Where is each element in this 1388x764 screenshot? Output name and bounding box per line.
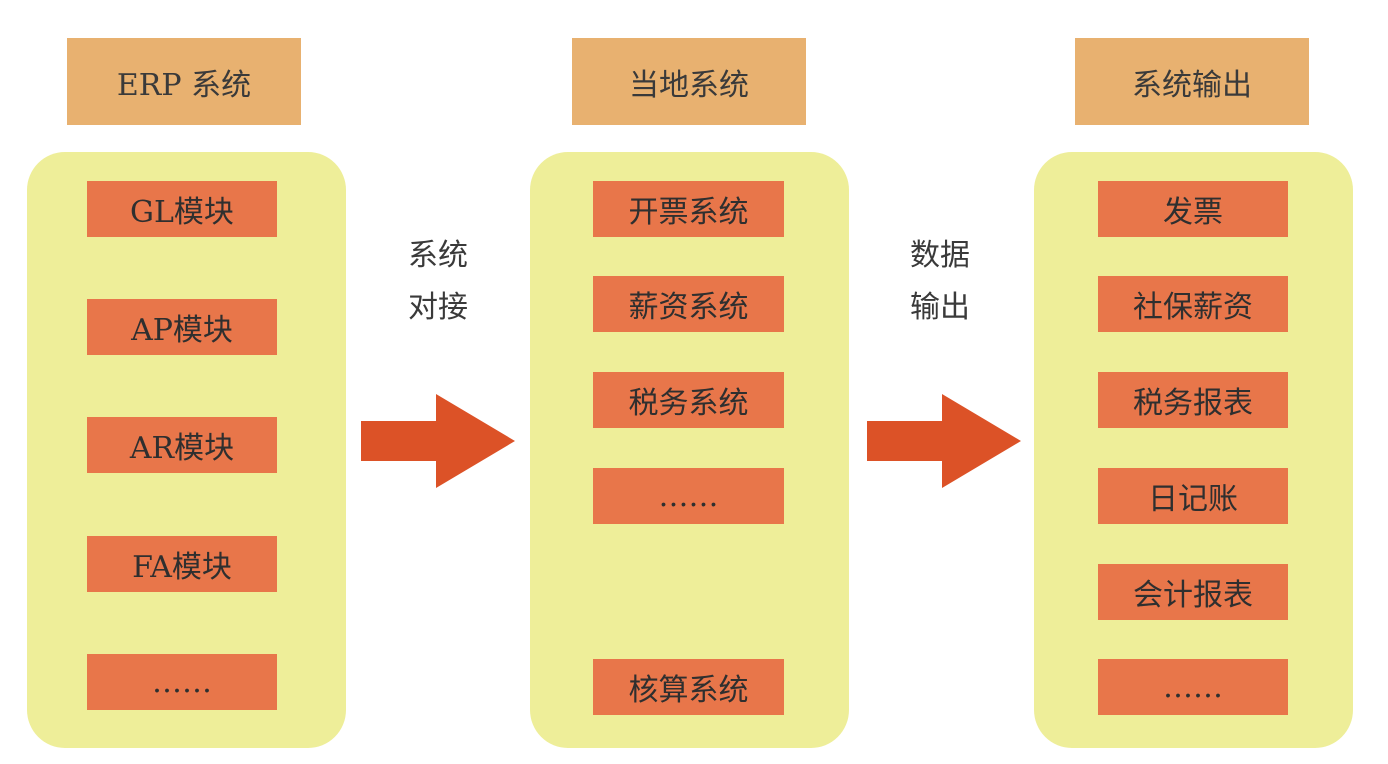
output-accounting-report: 会计报表: [1098, 564, 1288, 620]
erp-module-ar: AR模块: [87, 417, 277, 473]
local-system-payroll: 薪资系统: [593, 276, 784, 332]
output-tax-report: 税务报表: [1098, 372, 1288, 428]
right-arrow-icon: [867, 394, 1021, 488]
erp-module-more: ……: [87, 654, 277, 710]
connector-label-line2: 对接: [408, 290, 468, 325]
local-system-tax: 税务系统: [593, 372, 784, 428]
local-system-header: 当地系统: [572, 38, 806, 125]
connector-label-line1: 数据: [910, 238, 970, 273]
erp-module-fa: FA模块: [87, 536, 277, 592]
local-system-invoicing: 开票系统: [593, 181, 784, 237]
erp-module-ap: AP模块: [87, 299, 277, 355]
output-social-security-payroll: 社保薪资: [1098, 276, 1288, 332]
output-journal: 日记账: [1098, 468, 1288, 524]
right-arrow-icon: [361, 394, 515, 488]
connector-label-line1: 系统: [408, 238, 468, 273]
local-system-panel: [530, 152, 849, 748]
erp-system-header: ERP 系统: [67, 38, 301, 125]
connector-label-system-integration: 系统 对接: [393, 230, 483, 334]
local-system-more: ……: [593, 468, 784, 524]
erp-module-gl: GL模块: [87, 181, 277, 237]
system-output-header: 系统输出: [1075, 38, 1309, 125]
connector-label-line2: 输出: [910, 290, 970, 325]
local-system-accounting: 核算系统: [593, 659, 784, 715]
connector-label-data-output: 数据 输出: [895, 230, 985, 334]
output-more: ……: [1098, 659, 1288, 715]
output-invoice: 发票: [1098, 181, 1288, 237]
system-output-panel: [1034, 152, 1353, 748]
